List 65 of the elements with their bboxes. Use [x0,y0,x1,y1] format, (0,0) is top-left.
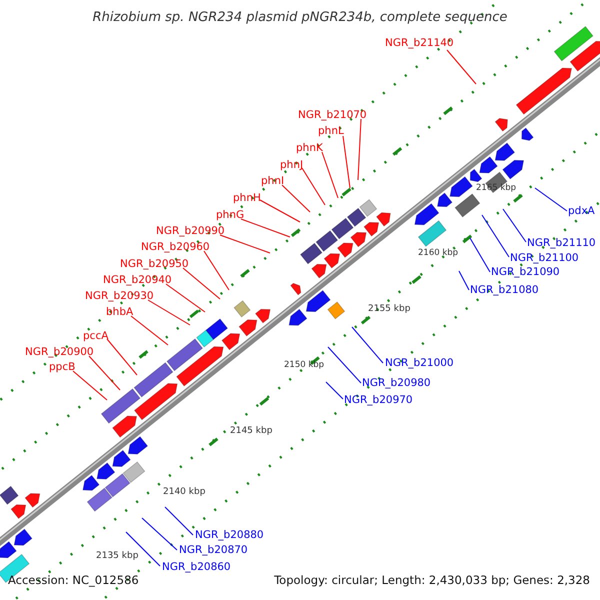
gene-label: NGR_b20870 [179,545,248,556]
gene-label: NGR_b21000 [385,358,454,368]
gene-label: NGR_b20860 [162,562,231,572]
leader-line [72,370,108,400]
scale-label: 2155 kbp [368,305,410,314]
leader-line [88,356,120,390]
leader-line [352,326,384,364]
gene-label: NGR_b20980 [362,378,431,388]
leader-line [302,168,326,206]
gene-label: NGR_b21080 [470,285,539,296]
gene-label: NGR_b20880 [195,530,264,540]
scale-label: 2160 kbp [418,249,458,258]
leader-line [470,238,490,272]
leader-line [326,382,344,400]
leader-line [142,518,178,550]
gene-label: NGR_b20990 [156,226,225,236]
leader-line [482,214,510,258]
leader-line [220,234,270,254]
gene-label: pdxA [568,206,595,216]
leader-line [458,270,470,290]
leader-line [282,184,310,212]
gene-label: NGR_b20970 [344,395,413,406]
accession-text: Accession: NC_012586 [8,575,139,586]
gene-label: phnL [318,126,344,136]
leader-line [240,218,290,238]
gene-label: phnK [296,143,323,154]
gene-label: NGR_b20960 [141,242,210,252]
gene-label: NGR_b20930 [85,291,154,302]
gene-label: pccA [83,331,108,342]
gene-label: phnG [216,210,244,220]
leader-line [126,532,160,566]
gene-label: NGR_b20900 [25,347,94,358]
leader-line [164,506,194,536]
gene-label: NGR_b21140 [385,38,454,48]
leader-line [322,152,338,198]
title: Rhizobium sp. NGR234 plasmid pNGR234b, complete sequence [92,11,508,24]
leader-line [204,250,230,290]
leader-line [358,118,362,180]
gene-label: phnH [233,193,261,204]
gene-label: phnI [261,176,284,186]
leader-line [148,300,190,326]
gene-label: ppcB [49,362,76,372]
leader-line [446,50,476,84]
leader-line [502,208,526,242]
scale-label: 2150 kbp [284,361,324,370]
gene-label: NGR_b20950 [120,259,189,270]
gene-label: NGR_b21090 [491,267,560,278]
gene-label: phnJ [280,160,304,170]
topology-text: Topology: circular; Length: 2,430,033 bp; Genes: 2,328 [274,575,590,586]
leader-line [106,338,138,376]
gene-label: NGR_b21070 [298,110,367,120]
gene-label: NGR_b20940 [103,275,172,286]
gene-label: bhbA [106,307,134,318]
leader-line [328,346,362,384]
leader-line [130,316,168,346]
leader-line [182,268,220,300]
scale-label: 2140 kbp [163,488,206,497]
gene-label: NGR_b21110 [527,238,596,248]
scale-label: 2135 kbp [96,552,138,561]
leader-line [534,188,568,212]
gene-label: NGR_b21100 [510,253,579,264]
leader-line [166,284,206,312]
leader-line [342,136,350,188]
leader-line [260,200,300,222]
scale-label: 2145 kbp [230,427,272,436]
